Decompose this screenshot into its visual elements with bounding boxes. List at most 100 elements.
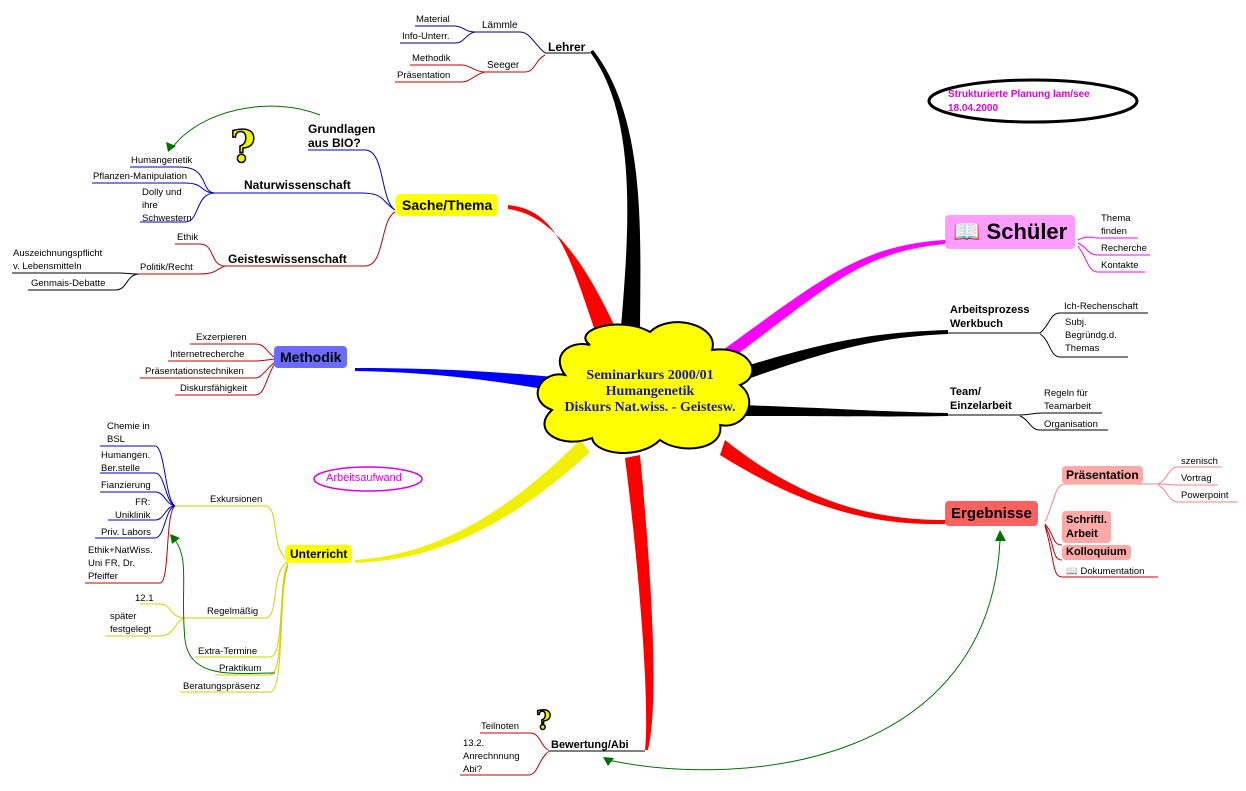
node-finanzierung[interactable]: Fianzierung bbox=[101, 480, 151, 491]
node-dolly[interactable]: Dolly und ihre Schwestern bbox=[142, 186, 192, 225]
node-organisation[interactable]: Organisation bbox=[1044, 419, 1098, 430]
anrechnung-line1: 13.2. bbox=[463, 738, 485, 749]
topic-sache-thema[interactable]: Sache/Thema bbox=[396, 194, 499, 216]
planning-note[interactable]: Strukturierte Planung lam/see 18.04.2000 bbox=[948, 88, 1090, 116]
topic-lehrer[interactable]: Lehrer bbox=[548, 40, 586, 54]
spaeter-line2: festgelegt bbox=[110, 624, 152, 635]
book-icon: 📖 bbox=[1066, 566, 1078, 577]
node-ethik[interactable]: Ethik bbox=[177, 232, 199, 243]
node-exzerpieren[interactable]: Exzerpieren bbox=[196, 332, 247, 343]
node-extra-termine[interactable]: Extra-Termine bbox=[198, 646, 258, 657]
topic-team[interactable]: Team/ Einzelarbeit bbox=[950, 385, 1012, 413]
node-internetrecherche[interactable]: Internetrecherche bbox=[170, 349, 245, 360]
node-spaeter-festgelegt[interactable]: später festgelegt bbox=[110, 610, 151, 636]
node-kontakte[interactable]: Kontakte bbox=[1101, 260, 1139, 271]
cost-label[interactable]: Arbeitsaufwand bbox=[326, 472, 402, 484]
node-ich-rechenschaft[interactable]: Ich-Rechenschaft bbox=[1064, 301, 1138, 312]
center-line2: Humangenetik bbox=[605, 384, 695, 399]
node-genmais[interactable]: Genmais-Debatte bbox=[31, 278, 106, 289]
node-fr-uniklinik[interactable]: FR: Uniklinik bbox=[115, 496, 150, 522]
node-powerpoint[interactable]: Powerpoint bbox=[1181, 490, 1229, 501]
subj-line1: Subj. bbox=[1065, 317, 1087, 328]
node-exkursionen[interactable]: Exkursionen bbox=[210, 494, 263, 505]
node-schriftl-arbeit[interactable]: Schriftl. Arbeit bbox=[1062, 511, 1111, 543]
node-ethik-natwiss[interactable]: Ethik+NatWiss. Uni FR, Dr. Pfeiffer bbox=[88, 544, 153, 583]
node-humangen-berstelle[interactable]: Humangen. Ber.stelle bbox=[101, 449, 150, 475]
node-praesentationstechniken[interactable]: Präsentationstechniken bbox=[145, 366, 244, 377]
branch-lehrer bbox=[590, 50, 641, 340]
node-kolloquium[interactable]: Kolloquium bbox=[1062, 545, 1131, 560]
subj-line3: Themas bbox=[1065, 343, 1100, 354]
fr-line2: Uniklinik bbox=[115, 510, 151, 521]
node-praktikum[interactable]: Praktikum bbox=[219, 663, 262, 674]
branch-ergebnisse bbox=[720, 440, 945, 525]
node-auszeichnungspflicht[interactable]: Auszeichnungspflicht v. Lebensmitteln bbox=[13, 247, 102, 273]
note-line1: Strukturierte Planung lam/see bbox=[948, 89, 1090, 100]
topic-unterricht[interactable]: Unterricht bbox=[285, 545, 353, 563]
branch-unterricht bbox=[355, 440, 590, 563]
arbeit-line2: Werkbuch bbox=[950, 318, 1003, 330]
node-material[interactable]: Material bbox=[416, 14, 450, 25]
subj-line2: Begründg.d. bbox=[1065, 330, 1117, 341]
node-info-unterr[interactable]: Info-Unterr. bbox=[402, 31, 450, 42]
node-recherche[interactable]: Recherche bbox=[1101, 243, 1147, 254]
central-topic[interactable]: Seminarkurs 2000/01 Humangenetik Diskurs… bbox=[540, 368, 760, 416]
fr-line1: FR: bbox=[135, 497, 151, 508]
node-seeger[interactable]: Seeger bbox=[487, 60, 520, 71]
spaeter-line1: später bbox=[110, 611, 137, 622]
center-cloud bbox=[536, 321, 754, 454]
node-diskursfaehigkeit[interactable]: Diskursfähigkeit bbox=[180, 383, 248, 394]
ethikn-line1: Ethik+NatWiss. bbox=[88, 545, 153, 556]
schriftl-line1: Schriftl. bbox=[1066, 514, 1107, 526]
topic-schueler[interactable]: 📖 Schüler bbox=[945, 215, 1076, 249]
topic-methodik[interactable]: Methodik bbox=[274, 346, 348, 368]
topic-bewertung[interactable]: Bewertung/Abi bbox=[551, 739, 629, 751]
node-geisteswissenschaft[interactable]: Geisteswissenschaft bbox=[228, 252, 347, 266]
arbeit-line1: Arbeitsprozess bbox=[950, 304, 1030, 316]
node-chemie-bsl[interactable]: Chemie in BSL bbox=[107, 420, 150, 446]
question-icon: ? bbox=[229, 121, 256, 174]
regeln-line2: Teamarbeit bbox=[1044, 401, 1091, 412]
question-icon: ? bbox=[535, 705, 552, 737]
node-regelmaessig[interactable]: Regelmäßig bbox=[207, 606, 259, 617]
node-beratungspraesenz[interactable]: Beratungspräsenz bbox=[183, 681, 261, 692]
node-politik-recht[interactable]: Politik/Recht bbox=[140, 262, 193, 273]
branch-schueler bbox=[720, 240, 945, 356]
node-szenisch[interactable]: szenisch bbox=[1181, 456, 1218, 467]
topic-ergebnisse[interactable]: Ergebnisse bbox=[945, 501, 1038, 526]
chemie-line2: BSL bbox=[107, 434, 125, 445]
node-praesentation-l[interactable]: Präsentation bbox=[397, 70, 451, 81]
node-thema-finden[interactable]: Thema finden bbox=[1101, 212, 1131, 238]
dolly-line3: Schwestern bbox=[142, 213, 192, 224]
node-priv-labors[interactable]: Priv. Labors bbox=[101, 527, 151, 538]
branch-bewertung bbox=[625, 455, 654, 750]
node-laemmle[interactable]: Lämmle bbox=[482, 20, 518, 31]
node-pflanzen[interactable]: Pflanzen-Manipulation bbox=[93, 171, 188, 182]
node-12-1[interactable]: 12.1 bbox=[135, 593, 154, 604]
node-vortrag[interactable]: Vortrag bbox=[1181, 473, 1212, 484]
dokumentation-label: Dokumentation bbox=[1080, 566, 1145, 577]
schueler-label: Schüler bbox=[986, 219, 1068, 244]
node-methodik-l[interactable]: Methodik bbox=[412, 53, 451, 64]
anrechnung-line3: Abi? bbox=[463, 764, 483, 775]
node-praesentation-e[interactable]: Präsentation bbox=[1062, 466, 1143, 484]
node-regeln[interactable]: Regeln für Teamarbeit bbox=[1044, 387, 1091, 413]
schriftl-line2: Arbeit bbox=[1066, 528, 1098, 540]
topic-arbeitsprozess[interactable]: Arbeitsprozess Werkbuch bbox=[950, 303, 1029, 331]
node-grundlagen[interactable]: Grundlagen aus BIO? bbox=[308, 122, 375, 150]
book-icon: 📖 bbox=[953, 219, 981, 244]
node-humangenetik[interactable]: Humangenetik bbox=[131, 155, 193, 166]
ethikn-line2: Uni FR, Dr. bbox=[88, 558, 135, 569]
auszeichnung-line2: v. Lebensmitteln bbox=[13, 261, 82, 272]
thema-line2: finden bbox=[1101, 226, 1127, 237]
node-subj-begruendung[interactable]: Subj. Begründg.d. Themas bbox=[1065, 316, 1117, 355]
team-line2: Einzelarbeit bbox=[950, 400, 1012, 412]
node-naturwissenschaft[interactable]: Naturwissenschaft bbox=[244, 178, 351, 192]
node-anrechnung[interactable]: 13.2. Anrechnnung Abi? bbox=[463, 737, 520, 776]
node-teilnoten[interactable]: Teilnoten bbox=[481, 721, 520, 732]
humangen-line2: Ber.stelle bbox=[101, 463, 141, 474]
center-line3: Diskurs Nat.wiss. - Geistesw. bbox=[564, 400, 736, 415]
node-dokumentation[interactable]: 📖 Dokumentation bbox=[1066, 565, 1144, 578]
